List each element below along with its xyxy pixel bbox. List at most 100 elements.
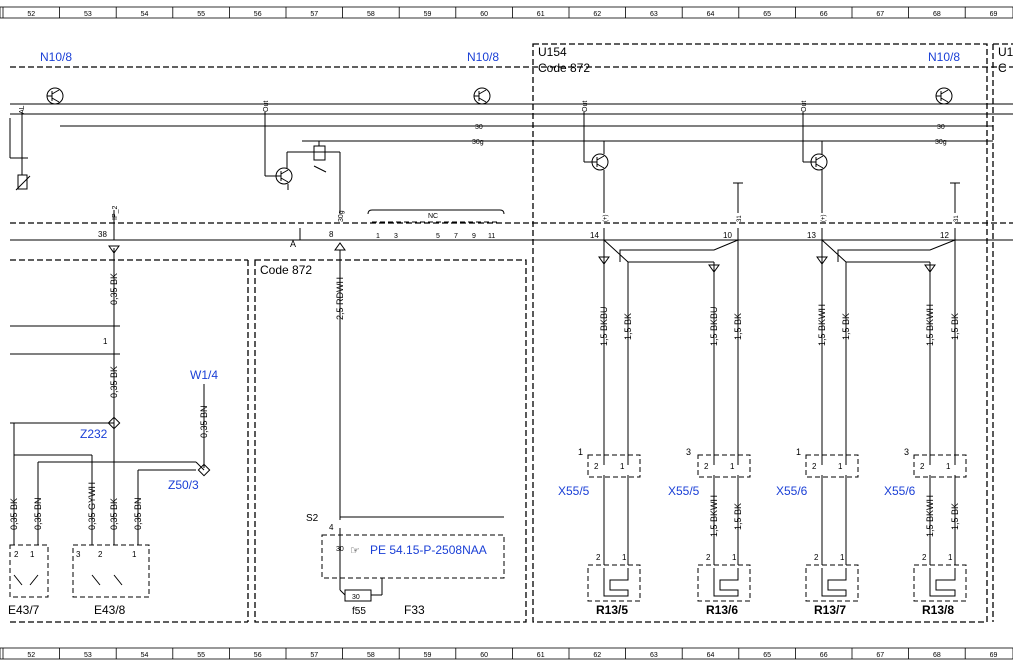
transistor-icon xyxy=(935,87,953,105)
pin-30-a: 30 xyxy=(336,546,344,553)
grid-number: 61 xyxy=(537,11,545,18)
label-bus-30-right: 30 xyxy=(937,124,945,131)
ref-x55-6-a[interactable]: X55/6 xyxy=(776,484,808,498)
pin-13: 13 xyxy=(807,231,816,240)
grid-number: 67 xyxy=(876,652,884,659)
grid-number: 62 xyxy=(593,11,601,18)
label-out-r1: Out xyxy=(582,101,589,112)
pin-label: 3 xyxy=(76,550,81,559)
grid-number: 69 xyxy=(990,11,998,18)
transistor-icon xyxy=(275,167,293,185)
pin-12: 12 xyxy=(940,231,949,240)
wire-bk-035-c: 0,35 BK xyxy=(9,498,19,530)
wire-bk-035-d: 0,35 BK xyxy=(109,498,119,530)
label-c-right: C xyxy=(998,61,1007,75)
pin-14: 14 xyxy=(590,231,599,240)
grid-number: 60 xyxy=(480,11,488,18)
diagram-labels: N10/8 N10/8 N10/8 U154 Code 872 U154 C C… xyxy=(8,45,1013,617)
grid-number: 55 xyxy=(197,652,205,659)
grid-number: 63 xyxy=(650,11,658,18)
pin-label: 2 xyxy=(812,462,817,471)
pin-label: 2 xyxy=(98,550,103,559)
grid-number: 65 xyxy=(763,652,771,659)
wire-bkwh-15-c: 1,5 BKWH xyxy=(709,495,719,537)
grid-number: 68 xyxy=(933,652,941,659)
label-bus-30g: 30g xyxy=(472,139,484,146)
module-boundaries xyxy=(10,43,1013,623)
transistor-symbols xyxy=(46,87,953,185)
label-a: A xyxy=(290,239,296,249)
ref-n10-left[interactable]: N10/8 xyxy=(40,50,72,64)
link-pe-reference[interactable]: PE 54.15-P-2508NAA xyxy=(370,543,487,557)
wire-bk-15-a: 1,5 BK xyxy=(623,313,633,340)
ref-z232[interactable]: Z232 xyxy=(80,427,108,441)
ref-x55-5-a[interactable]: X55/5 xyxy=(558,484,590,498)
nc-pin-5: 5 xyxy=(436,233,440,240)
relay-module xyxy=(321,534,505,602)
nc-pin-3: 3 xyxy=(394,233,398,240)
grid-number: 64 xyxy=(707,11,715,18)
wire-bkbu-15-b: 1,5 BKBU xyxy=(709,306,719,346)
grid-number: 69 xyxy=(990,652,998,659)
ref-n10-right[interactable]: N10/8 xyxy=(928,50,960,64)
ref-x55-6-b[interactable]: X55/6 xyxy=(884,484,916,498)
pin-label: 2 xyxy=(596,553,601,562)
wire-bkwh-15-d: 1,5 BKWH xyxy=(925,495,935,537)
ref-n10-mid[interactable]: N10/8 xyxy=(467,50,499,64)
grid-number: 56 xyxy=(254,652,262,659)
label-nc: NC xyxy=(428,213,438,220)
wire-rdwh-25: 2,5 RDWH xyxy=(335,277,345,320)
grid-number: 55 xyxy=(197,11,205,18)
pin-4: 4 xyxy=(329,523,334,532)
wire-gywh-035: 0,35 GYWH xyxy=(87,482,97,530)
label-e43-8: E43/8 xyxy=(94,603,126,617)
label-r13-6: R13/6 xyxy=(706,603,738,617)
power-buses xyxy=(9,103,1013,241)
pin-label: 2 xyxy=(706,553,711,562)
hand-pointer-icon: ☞ xyxy=(350,545,360,557)
pin-label: 2 xyxy=(704,462,709,471)
grid-number: 67 xyxy=(876,11,884,18)
conn-index-3-a: 3 xyxy=(686,447,691,457)
pin-label: 1 xyxy=(620,462,625,471)
grid-number: 60 xyxy=(480,652,488,659)
label-u-partial: U154 xyxy=(998,45,1013,59)
pin-label: 1 xyxy=(838,462,843,471)
wire-bk-035-b: 0,35 BK xyxy=(109,366,119,398)
grid-number: 58 xyxy=(367,11,375,18)
ref-w1-4[interactable]: W1/4 xyxy=(190,368,218,382)
pin-label: 2 xyxy=(14,550,19,559)
grid-number: 65 xyxy=(763,11,771,18)
pin-8: 8 xyxy=(329,230,334,239)
pin-label: 2 xyxy=(920,462,925,471)
wire-bk-15-e: 1,5 BK xyxy=(733,503,743,530)
pin-label: 1 xyxy=(132,550,137,559)
grid-number: 58 xyxy=(367,652,375,659)
nc-pin-1: 1 xyxy=(376,233,380,240)
nc-pin-9: 9 xyxy=(472,233,476,240)
label-ip2: IP_2 xyxy=(112,205,119,220)
nc-connector-block xyxy=(367,209,505,223)
label-r13-5: R13/5 xyxy=(596,603,628,617)
pin-label: 1 xyxy=(730,462,735,471)
conn-index-1-a: 1 xyxy=(578,447,583,457)
transistor-icon xyxy=(473,87,491,105)
transistor-icon xyxy=(591,153,609,171)
pin-label: 1 xyxy=(30,550,35,559)
ref-z50-3[interactable]: Z50/3 xyxy=(168,478,199,492)
wire-bn-035-w1: 0,35 BN xyxy=(199,405,209,438)
wire-bk-035-a: 0,35 BK xyxy=(109,273,119,305)
wire-bk-15-f: 1,5 BK xyxy=(950,503,960,530)
label-f33: F33 xyxy=(404,603,425,617)
label-bus-30: 30 xyxy=(475,124,483,131)
pin-label: 1 xyxy=(622,553,627,562)
grid-number: 53 xyxy=(84,652,92,659)
grid-number: 66 xyxy=(820,652,828,659)
pin-label: 1 xyxy=(840,553,845,562)
grid-number: 52 xyxy=(27,652,35,659)
pin-30g: 30g xyxy=(338,210,345,222)
label-r13-8: R13/8 xyxy=(922,603,954,617)
pin-plus-2: (+) xyxy=(821,214,827,222)
ref-x55-5-b[interactable]: X55/5 xyxy=(668,484,700,498)
